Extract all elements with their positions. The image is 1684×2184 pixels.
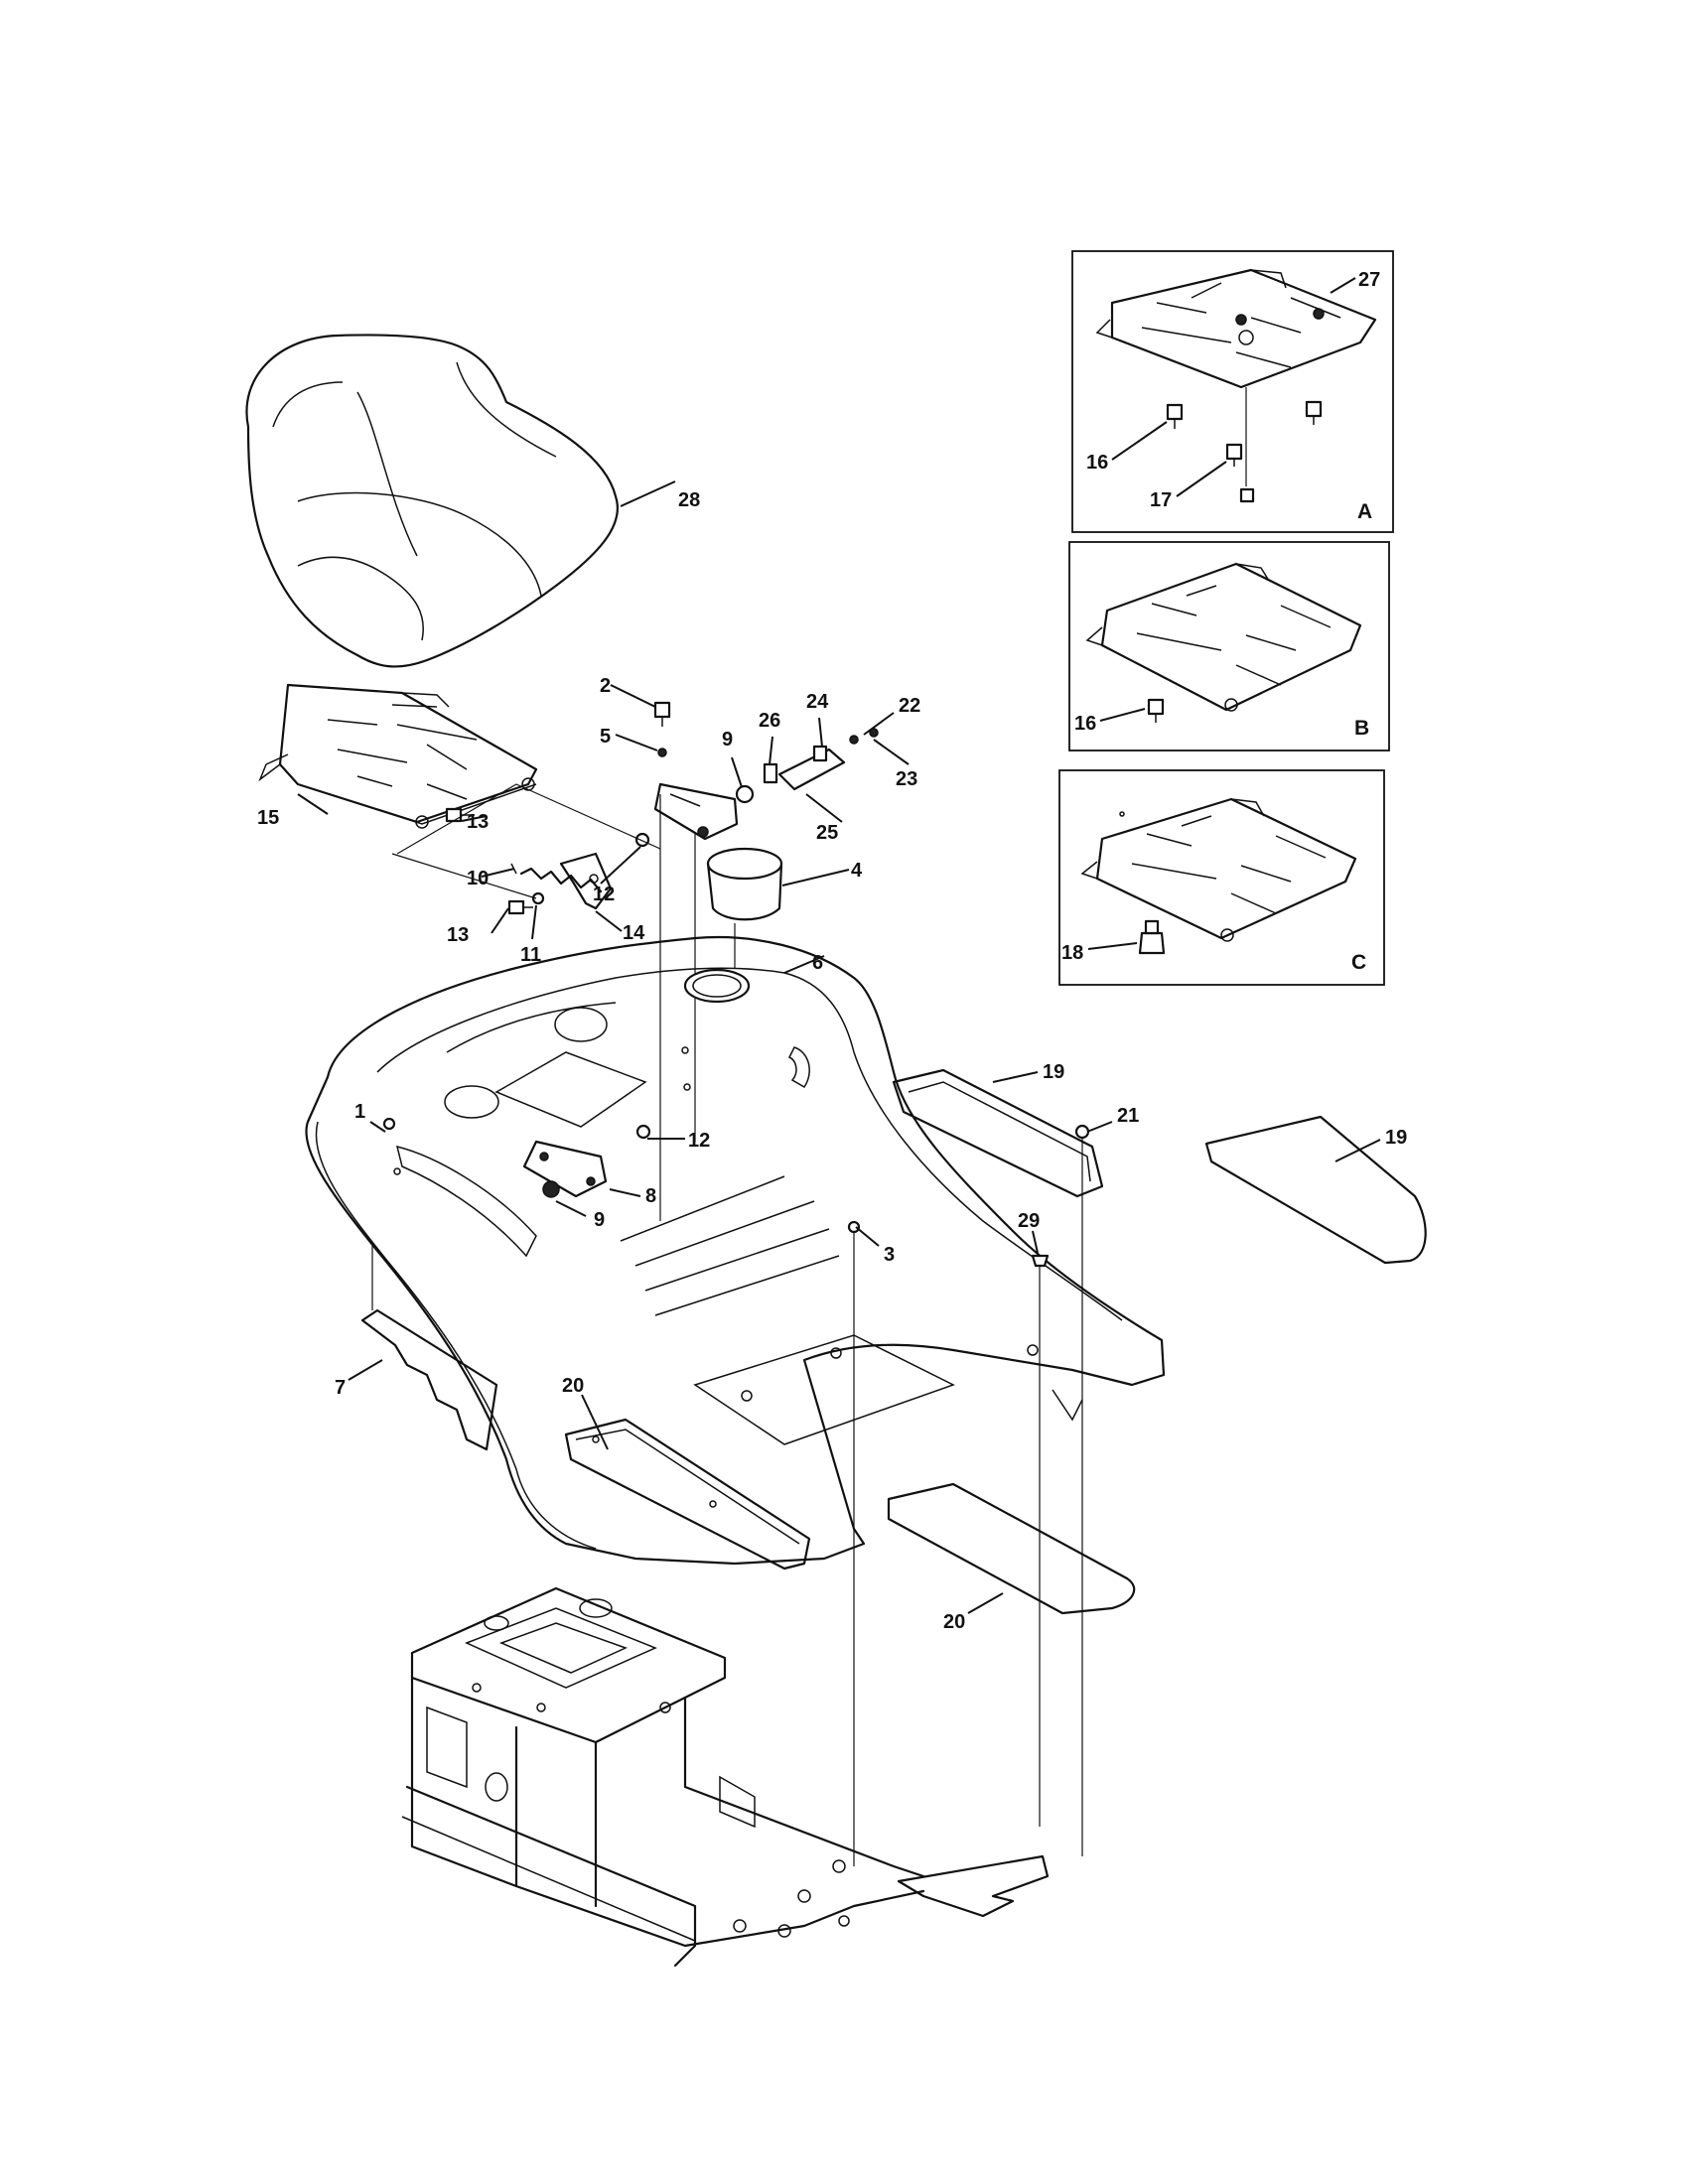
footpad-19-separate (1204, 1115, 1427, 1265)
chassis-frame (401, 1586, 1050, 1968)
panel-label-a: A (1357, 500, 1372, 523)
callout-25: 25 (816, 822, 838, 844)
callout-14: 14 (623, 922, 645, 944)
bolt-13b (507, 899, 533, 915)
callout-9-upper: 9 (722, 729, 733, 751)
footpad-20-installed (564, 1418, 811, 1570)
callout-12-upper: 12 (593, 884, 615, 905)
panel-c (1058, 769, 1385, 986)
callout-26: 26 (759, 710, 780, 732)
fuel-cap (706, 847, 783, 968)
panel-a (1071, 250, 1394, 533)
screw-21 (1074, 1124, 1090, 1140)
callout-16-b: 16 (1074, 713, 1096, 735)
callout-28: 28 (678, 489, 700, 511)
callout-7: 7 (335, 1377, 346, 1399)
callout-23: 23 (896, 768, 917, 790)
callout-19-separate: 19 (1385, 1127, 1407, 1149)
callout-2: 2 (600, 675, 611, 697)
callout-12-lower: 12 (688, 1130, 710, 1152)
callout-20-separate: 20 (943, 1611, 965, 1633)
bolt-2 (653, 701, 671, 727)
seat-pan (258, 683, 538, 829)
callout-5: 5 (600, 726, 611, 748)
seat (245, 334, 619, 668)
callout-19-installed: 19 (1043, 1061, 1064, 1083)
callout-13-upper: 13 (467, 811, 489, 833)
callout-27: 27 (1358, 269, 1380, 291)
bolt-16b (1147, 698, 1165, 723)
callout-21: 21 (1117, 1105, 1139, 1127)
hinge-assembly (763, 728, 879, 791)
callout-15: 15 (257, 807, 279, 829)
panel-b (1068, 541, 1390, 751)
fender (305, 935, 1166, 1566)
washer-12-lower (635, 1124, 651, 1140)
callout-8: 8 (645, 1185, 656, 1207)
callout-9-lower: 9 (594, 1209, 605, 1231)
callout-1: 1 (354, 1101, 365, 1123)
callout-11: 11 (520, 944, 541, 966)
spring-10 (510, 863, 603, 893)
leader-lines (297, 277, 1381, 1614)
callout-18: 18 (1061, 942, 1083, 964)
washer-12-upper (634, 832, 650, 848)
callout-24: 24 (806, 691, 829, 713)
callout-13-lower: 13 (447, 924, 469, 946)
washer-5 (657, 748, 667, 757)
bolt-17 (1225, 443, 1243, 467)
nut-9-upper (735, 784, 755, 804)
panel-label-b: B (1354, 717, 1369, 740)
callout-22: 22 (899, 695, 920, 717)
height-bracket-7 (360, 1246, 498, 1451)
screw-29 (1031, 1254, 1050, 1268)
lever-14 (559, 852, 613, 910)
panel-label-c: C (1351, 951, 1366, 974)
bracket-8 (522, 1140, 608, 1198)
bolt-bottom (1239, 487, 1255, 503)
callout-29: 29 (1018, 1210, 1040, 1232)
callout-17: 17 (1150, 489, 1172, 511)
nut-9-lower (542, 1180, 560, 1198)
callout-16-a: 16 (1086, 452, 1108, 474)
callout-6: 6 (812, 952, 823, 974)
bolt-16 (1166, 403, 1184, 429)
callout-labels: 28 2 5 9 26 24 22 23 25 4 13 10 12 14 13… (257, 269, 1407, 1633)
callout-3: 3 (884, 1244, 895, 1266)
callout-4: 4 (851, 860, 863, 882)
callout-10: 10 (467, 868, 489, 889)
footpad-20-separate (887, 1482, 1136, 1615)
screw-1 (382, 1117, 396, 1131)
footpad-19-installed (892, 1068, 1104, 1198)
knob-18 (1138, 919, 1166, 955)
bolt-right (1305, 400, 1323, 425)
washer-11 (531, 891, 545, 905)
callout-20-installed: 20 (562, 1375, 584, 1397)
seat-bracket-upper (653, 782, 739, 1221)
